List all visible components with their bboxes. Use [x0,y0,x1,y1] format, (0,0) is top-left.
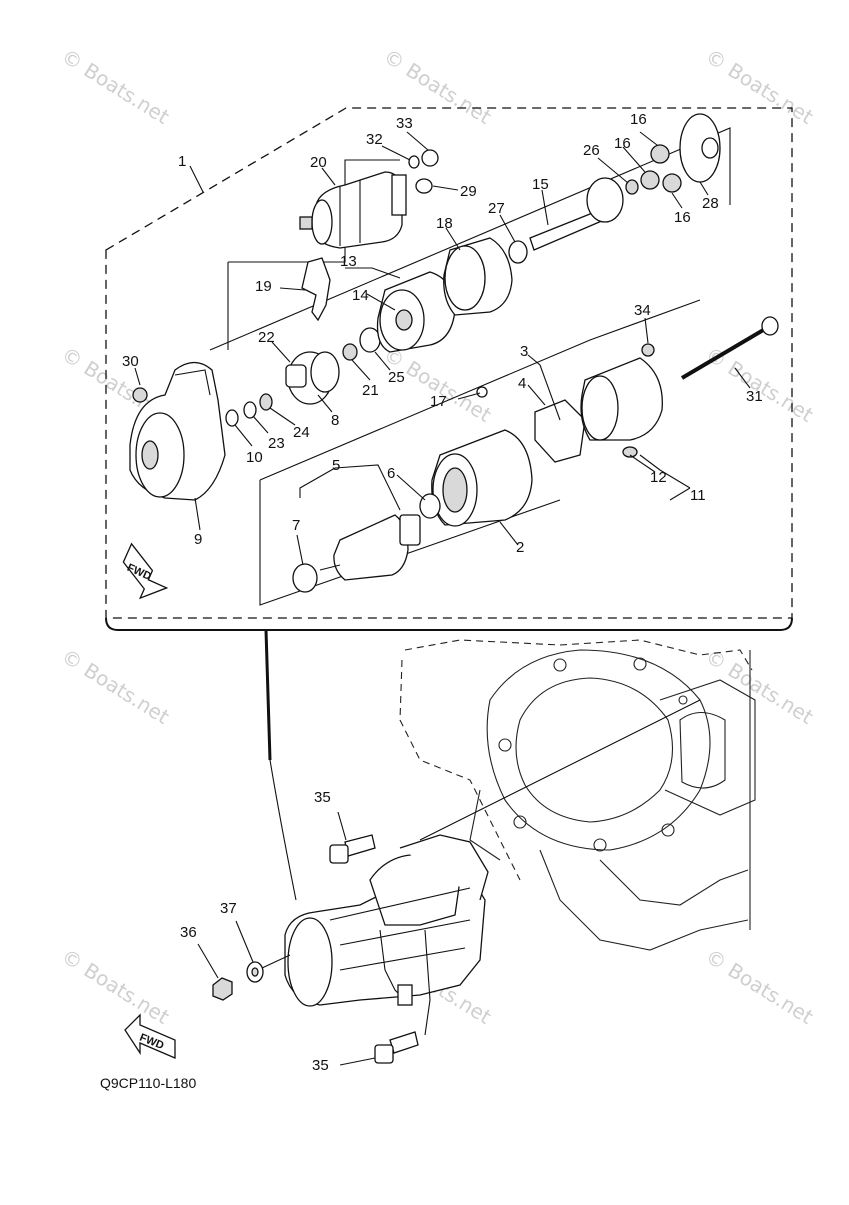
planet-gear-part [662,173,682,193]
washer-part [243,401,257,419]
callout-35b: 35 [312,1057,329,1074]
callout-17: 17 [430,393,447,410]
callout-36: 36 [180,924,197,941]
washer-37 [235,920,291,983]
nut-36 [197,943,233,1001]
callout-32: 32 [366,131,383,148]
watermark: © Boats.net [701,944,817,1029]
lower-subassembly-frame [259,299,701,606]
fwd-arrow-upper: FWD [122,542,169,600]
callout-21: 21 [362,382,379,399]
assembly-leader [264,629,272,761]
callout-27: 27 [488,200,505,217]
callout-12: 12 [650,469,667,486]
watermark: © Boats.net [57,644,173,729]
callout-28: 28 [702,195,719,212]
callout-23: 23 [268,435,285,452]
watermark: © Boats.net [701,44,817,129]
callout-13: 13 [340,253,357,270]
callout-26: 26 [583,142,600,159]
mounting-bolt-lower [339,1031,419,1066]
callout-22: 22 [258,329,275,346]
bushing-part [622,446,638,458]
diagram-code: Q9CP110-L180 [100,1075,196,1091]
callout-8: 8 [331,412,339,429]
brush-holder-part [534,399,586,463]
callout-37: 37 [220,900,237,917]
assembly-leader-2 [269,759,297,901]
starter-motor-assembly [284,699,701,1036]
front-housing-part [129,361,226,501]
callout-19: 19 [255,278,272,295]
callout-2: 2 [516,539,524,556]
watermark: © Boats.net [57,44,173,129]
callout-14: 14 [352,287,369,304]
washer-part [342,343,358,361]
gear-housing-part [443,237,513,316]
callout-leaders [134,131,751,566]
armature-part [319,514,421,581]
callout-33: 33 [396,115,413,132]
washer-part [359,327,381,353]
callout-3: 3 [520,343,528,360]
callout-7: 7 [292,517,300,534]
solenoid-part [299,171,407,249]
pinion-drive-part [285,351,340,405]
callout-6: 6 [387,465,395,482]
washer-part [225,409,239,427]
callout-9: 9 [194,531,202,548]
washer-part [508,240,528,264]
callout-16b: 16 [614,135,631,152]
washer-part [408,155,420,169]
callout-5: 5 [332,457,340,474]
callout-25: 25 [388,369,405,386]
nut-part [415,178,433,194]
callout-24: 24 [293,424,310,441]
callout-10: 10 [246,449,263,466]
washer-part [625,179,639,195]
screw-part [476,386,488,398]
callout-18: 18 [436,215,453,232]
through-bolt-part [680,316,779,380]
callout-20: 20 [310,154,327,171]
assembly-bracket [105,617,793,631]
assembly-boundary [105,107,793,619]
callout-16c: 16 [674,209,691,226]
nut-part [132,387,148,403]
callout-1: 1 [178,153,186,170]
rear-cover-part [580,357,663,441]
shift-lever-part [301,257,331,322]
callout-labels: 1 2 3 4 5 6 7 8 9 10 11 12 13 14 15 16 1… [122,111,763,1074]
callout-29: 29 [460,183,477,200]
callout-4: 4 [518,375,526,392]
callout-11: 11 [690,487,706,504]
watermark: © Boats.net [57,944,173,1029]
callout-16: 16 [630,111,647,128]
gear-plate-hole [701,137,719,159]
callout-34: 34 [634,302,651,319]
engine-block [399,639,756,951]
callout-35: 35 [314,789,331,806]
callout-30: 30 [122,353,139,370]
bearing-part [292,563,318,593]
callout-15: 15 [532,176,549,193]
nut-part [421,149,439,167]
output-shaft-part [529,177,624,251]
screw-part [641,343,655,357]
upper-axis [209,127,731,351]
washer-part [259,393,273,411]
planet-gear-part [650,144,670,164]
mounting-bolt-upper [329,811,376,864]
yoke-part [431,429,533,527]
planet-gear-part [640,170,660,190]
callout-31: 31 [746,388,763,405]
